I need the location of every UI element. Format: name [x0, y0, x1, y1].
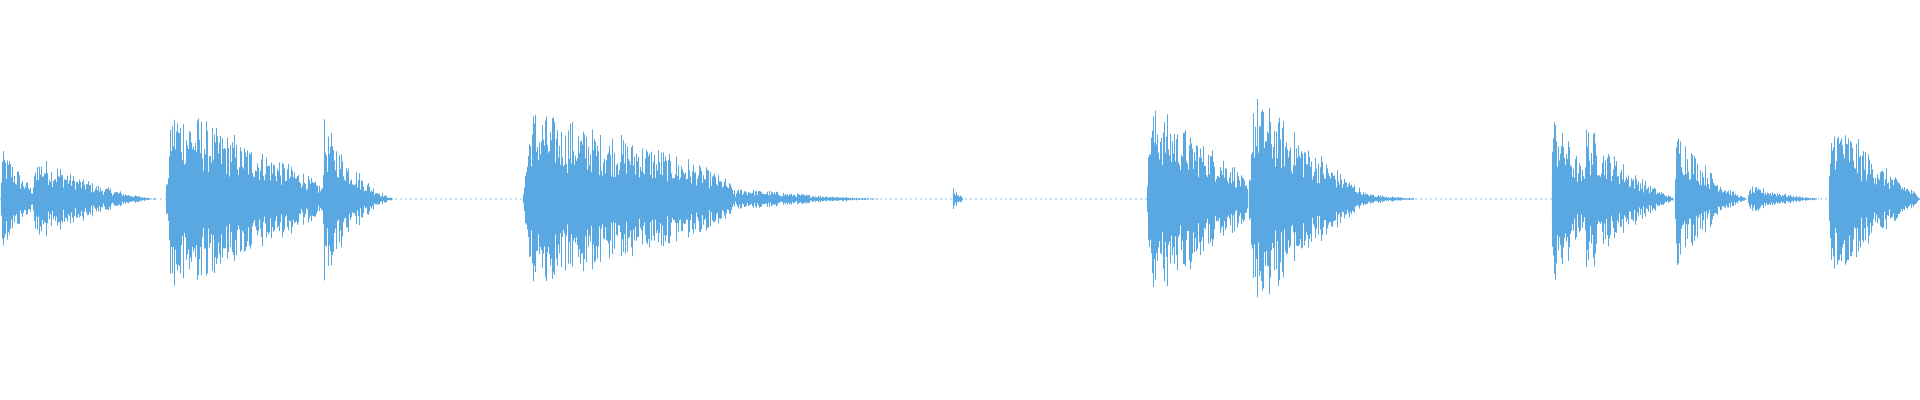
waveform-samples	[0, 98, 1920, 298]
waveform-core-path	[0, 150, 1916, 248]
